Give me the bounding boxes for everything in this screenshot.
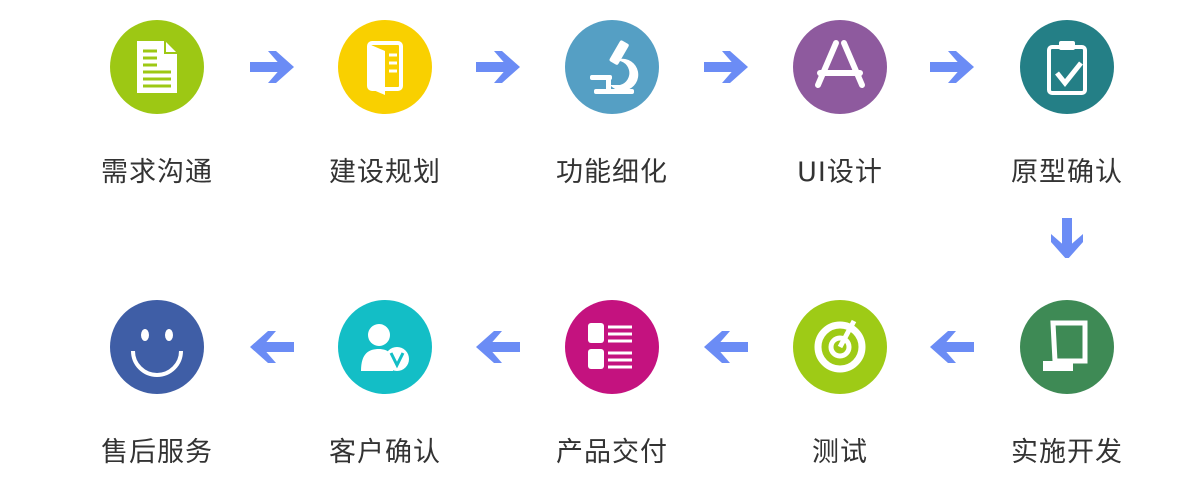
- gauge-icon: [814, 319, 866, 373]
- step-label: 产品交付: [556, 437, 668, 468]
- arrow-icon: [250, 331, 294, 363]
- step-5: 原型确认: [977, 20, 1157, 189]
- app-design-icon: [815, 40, 865, 88]
- step-circle: [110, 20, 204, 114]
- arrow-icon: [476, 331, 520, 363]
- arrow-icon: [1051, 218, 1083, 258]
- step-label: 建设规划: [329, 157, 441, 188]
- step-label: 原型确认: [1011, 157, 1123, 188]
- step-10: 售后服务: [67, 300, 247, 469]
- step-4: UI设计: [750, 20, 930, 189]
- step-9: 客户确认: [295, 300, 475, 469]
- step-circle: [793, 300, 887, 394]
- step-label: 实施开发: [1011, 437, 1123, 468]
- scroll-icon: [1043, 320, 1088, 371]
- step-6: 实施开发: [977, 300, 1157, 469]
- step-label: UI设计: [797, 157, 883, 188]
- step-label: 测试: [812, 437, 868, 468]
- list-icon: [588, 323, 632, 369]
- step-circle: [338, 300, 432, 394]
- step-circle: [565, 300, 659, 394]
- step-label: 功能细化: [556, 157, 668, 188]
- arrow-icon: [704, 331, 748, 363]
- microscope-icon: [590, 40, 639, 94]
- step-circle: [1020, 20, 1114, 114]
- step-label: 售后服务: [101, 437, 213, 468]
- arrow-icon: [250, 51, 294, 83]
- step-circle: [793, 20, 887, 114]
- smiley-icon: [131, 329, 183, 377]
- step-7: 测试: [750, 300, 930, 469]
- document-icon: [137, 41, 177, 93]
- step-circle: [1020, 300, 1114, 394]
- step-label: 需求沟通: [101, 157, 213, 188]
- step-8: 产品交付: [522, 300, 702, 469]
- step-label: 客户确认: [329, 437, 441, 468]
- clipboard-check-icon: [1047, 41, 1087, 95]
- step-circle: [565, 20, 659, 114]
- step-2: 建设规划: [295, 20, 475, 189]
- step-circle: [110, 300, 204, 394]
- arrow-icon: [476, 51, 520, 83]
- folder-icon: [367, 41, 403, 95]
- user-check-icon: [361, 324, 409, 371]
- arrow-icon: [704, 51, 748, 83]
- step-circle: [338, 20, 432, 114]
- arrow-icon: [930, 331, 974, 363]
- step-1: 需求沟通: [67, 20, 247, 189]
- arrow-icon: [930, 51, 974, 83]
- step-3: 功能细化: [522, 20, 702, 189]
